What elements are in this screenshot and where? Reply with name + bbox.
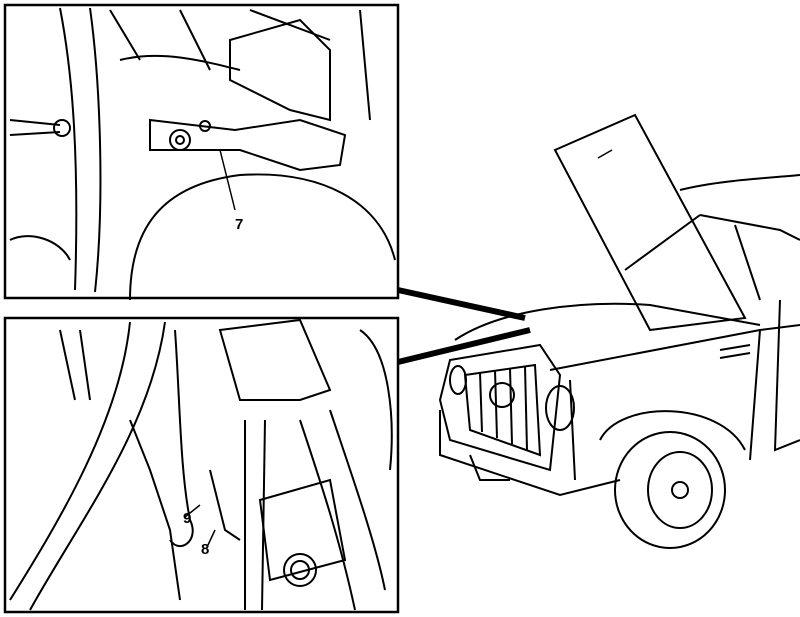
top-detail-panel: [3, 3, 400, 301]
callout-label-8: 8: [201, 541, 210, 558]
bottom-detail-panel: [3, 316, 400, 614]
vehicle-illustration: [438, 113, 800, 549]
callout-label-9: 9: [183, 510, 192, 527]
callout-label-7: 7: [235, 216, 244, 233]
leader-lines: [397, 287, 531, 365]
